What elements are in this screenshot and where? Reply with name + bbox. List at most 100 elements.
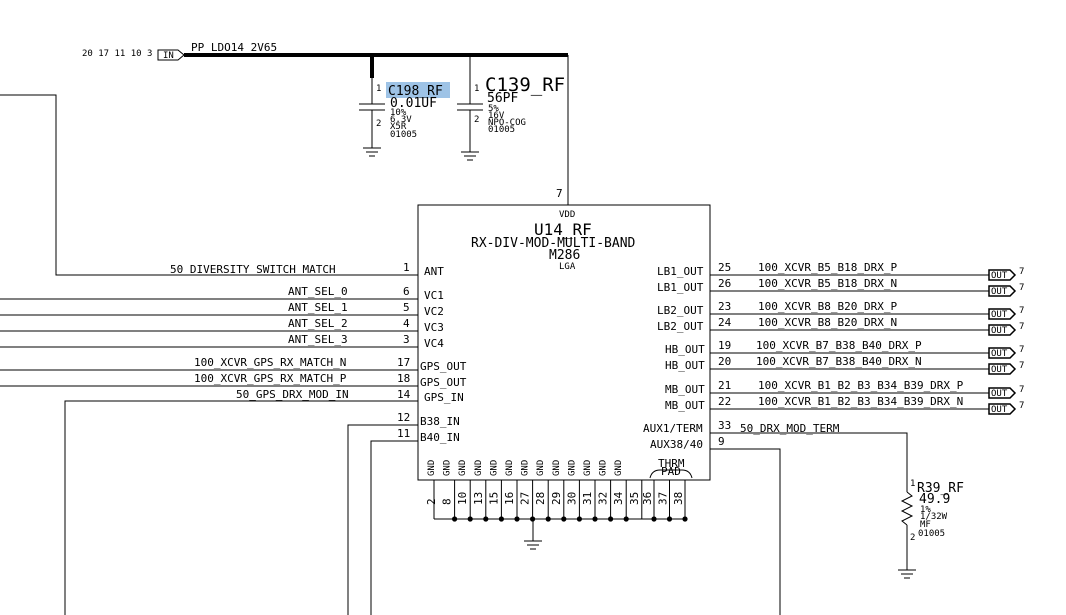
out-port-label: OUT (991, 349, 1008, 359)
c198-ref-highlight[interactable] (386, 82, 450, 98)
gnd-pin-number: 34 (612, 491, 625, 505)
pin-num-right-5: 20 (718, 355, 731, 368)
u14-name: RX-DIV-MOD-MULTI-BAND (471, 236, 636, 251)
pin-label-right-0: LB1_OUT (657, 265, 704, 278)
pin-label-left-1: VC1 (424, 289, 444, 302)
pin-label-right-6: MB_OUT (665, 383, 705, 396)
gnd-pin-label: GND (474, 460, 484, 476)
r39-ground-symbol (898, 569, 916, 579)
gnd-pin-number: 2 (425, 498, 438, 505)
c198-pin1: 1 (376, 84, 381, 94)
pin-num-left-2: 5 (403, 301, 410, 314)
u14-package: LGA (559, 262, 576, 272)
gnd-pin-number: 15 (487, 492, 500, 505)
gnd-pin-label: GND (614, 460, 624, 476)
gnd-pin-number: 29 (550, 492, 563, 505)
pin-num-right-6: 21 (718, 379, 731, 392)
out-port[interactable] (988, 269, 1017, 281)
pin-num-left-4: 3 (403, 333, 410, 346)
pin-label-left-5: GPS_OUT (420, 360, 467, 373)
gnd-pin-number: 30 (565, 492, 578, 505)
c139-pin1: 1 (474, 84, 479, 94)
pin-num-left-5: 17 (397, 356, 410, 369)
gnd-pin-label: GND (443, 460, 453, 476)
c198-tolerance: 10% (390, 108, 407, 118)
out-port[interactable] (988, 308, 1017, 320)
pin-label-aux-1: AUX38/40 (650, 438, 703, 451)
r39-power: 1/32W (920, 512, 948, 522)
vdd-pin-number: 7 (556, 187, 563, 200)
pin-label-right-3: LB2_OUT (657, 320, 704, 333)
pin-num-left-3: 4 (403, 317, 410, 330)
u14-body[interactable] (417, 204, 711, 481)
gnd-pin-label: GND (567, 460, 577, 476)
gnd-pin-number: 27 (519, 492, 532, 505)
right-output-nets: LB1_OUT 25 100_XCVR_B5_B18_DRX_P OUT 7 L… (657, 261, 1024, 415)
net-right-3: 100_XCVR_B8_B20_DRX_N (758, 316, 897, 329)
pin-num-right-2: 23 (718, 300, 731, 313)
pin-num-left-8: 12 (397, 411, 410, 424)
pin-label-right-2: LB2_OUT (657, 304, 704, 317)
c139-pin2: 2 (474, 115, 479, 125)
pin-label-left-8: B38_IN (420, 415, 460, 428)
aux1-term-wire (710, 432, 908, 480)
out-port[interactable] (988, 347, 1017, 359)
out-port[interactable] (988, 324, 1017, 336)
net-aux-0: 50_DRX_MOD_TERM (740, 422, 840, 435)
pin-label-left-2: VC2 (424, 305, 444, 318)
gnd-pin-number: 31 (581, 492, 594, 505)
out-sheet-ref: 7 (1019, 267, 1024, 277)
pin-num-right-4: 19 (718, 339, 731, 352)
c139-tolerance: 5% (488, 104, 499, 114)
gnd-pin-number: 8 (441, 498, 454, 505)
out-sheet-ref: 7 (1019, 306, 1024, 316)
out-port-label: OUT (991, 326, 1008, 336)
c198-voltage: 6.3V (390, 115, 412, 125)
net-right-1: 100_XCVR_B5_B18_DRX_N (758, 277, 897, 290)
gnd-pin-number: 28 (534, 492, 547, 505)
out-port-label: OUT (991, 271, 1008, 281)
out-port[interactable] (988, 363, 1017, 375)
out-port[interactable] (988, 403, 1017, 415)
c198-dielectric: X5R (390, 122, 407, 132)
pin-label-left-9: B40_IN (420, 431, 460, 444)
pin-label-left-3: VC3 (424, 321, 444, 334)
gnd-pin-label: GND (427, 460, 437, 476)
net-left-5: 100_XCVR_GPS_RX_MATCH_N (194, 356, 346, 369)
pin-num-right-1: 26 (718, 277, 731, 290)
ant-wire (0, 94, 418, 276)
c139-voltage: 16V (488, 111, 505, 121)
net-right-0: 100_XCVR_B5_B18_DRX_P (758, 261, 897, 274)
out-sheet-ref: 7 (1019, 401, 1024, 411)
net-left-3: ANT_SEL_2 (288, 317, 348, 330)
r39-pin1: 1 (910, 479, 915, 489)
power-in-port-label: IN (163, 51, 174, 61)
pin-num-left-0: 1 (403, 261, 410, 274)
r39-value: 49.9 (919, 492, 950, 507)
out-port[interactable] (988, 285, 1017, 297)
r39-package: 01005 (918, 529, 945, 539)
main-ground-symbol (524, 540, 542, 550)
out-port-label: OUT (991, 405, 1008, 415)
pin-num-aux-1: 9 (718, 435, 725, 448)
pin-label-right-5: HB_OUT (665, 359, 705, 372)
gnd-pin-label: GND (583, 460, 593, 476)
out-sheet-ref: 7 (1019, 361, 1024, 371)
b38-in-wire (347, 424, 418, 615)
c198-ref: C198_RF (388, 84, 443, 99)
net-left-7: 50_GPS_DRX_MOD_IN (236, 388, 349, 401)
c198-value: 0.01UF (390, 96, 437, 111)
out-port[interactable] (988, 387, 1017, 399)
gnd-pin-number: 13 (472, 492, 485, 505)
pin-num-right-3: 24 (718, 316, 732, 329)
net-right-7: 100_XCVR_B1_B2_B3_B34_B39_DRX_N (758, 395, 963, 408)
gps-in-wire (64, 400, 418, 615)
pin-label-left-7: GPS_IN (424, 391, 464, 404)
gnd-pin-number: 32 (597, 492, 610, 505)
power-in-port (157, 49, 185, 61)
r39-type: MF (920, 520, 931, 530)
b40-in-wire (370, 440, 418, 615)
pin-num-left-6: 18 (397, 372, 410, 385)
net-left-4: ANT_SEL_3 (288, 333, 348, 346)
